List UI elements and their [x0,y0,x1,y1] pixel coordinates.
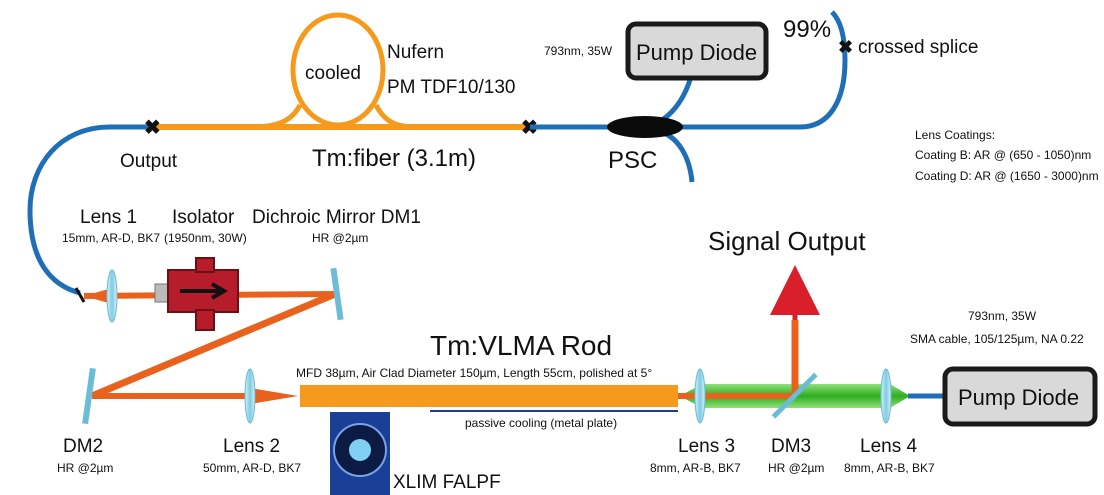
crossed-splice-label: crossed splice [858,37,978,58]
lens-3-spec: 8mm, AR-B, BK7 [650,461,741,475]
fiber-endcap [76,288,84,302]
pump-diode-top-spec: 793nm, 35W [544,44,613,58]
output-label: Output [120,151,178,172]
tm-vlma-rod [300,385,678,407]
lens-2-label: Lens 2 [223,436,280,457]
isolator-top-knob [196,258,214,272]
lens-1 [107,270,117,322]
psc-label: PSC [608,147,657,174]
lens-3 [695,369,705,423]
dm1-spec: HR @2µm [312,231,368,245]
coating-d: Coating D: AR @ (1650 - 3000)nm [915,169,1099,183]
gain-fiber-label: Tm:fiber (3.1m) [312,145,476,172]
fiber-name-line2: PM TDF10/130 [387,77,515,98]
isolator-bottom-knob [196,310,214,330]
dm2-label: DM2 [63,436,103,457]
psc-out-branch [655,130,692,182]
coil-label: cooled [305,63,361,84]
lens-4 [881,369,891,423]
coating-b: Coating B: AR @ (650 - 1050)nm [915,148,1091,162]
pump-diode-bottom-spec1: 793nm, 35W [968,309,1037,323]
splice-percent: 99% [783,16,831,43]
rod-spec: MFD 38µm, Air Clad Diameter 150µm, Lengt… [296,366,652,380]
dm3-label: DM3 [771,436,811,457]
fiber-name-line1: Nufern [387,42,444,63]
pump-diode-bottom-spec2: SMA cable, 105/125µm, NA 0.22 [910,332,1084,346]
lens-2-spec: 50mm, AR-D, BK7 [203,461,301,475]
image-label: XLIM FALPF [393,472,501,493]
fiber-cross-section-core [349,439,371,461]
psc-coupler [607,116,683,138]
isolator-clamp [155,284,169,302]
splice-mark-left: ✖ [144,117,161,139]
pump-diode-top-label: Pump Diode [636,40,757,65]
isolator-spec: (1950nm, 30W) [164,231,247,245]
dm1-label: Dichroic Mirror DM1 [252,207,421,228]
cooling-label: passive cooling (metal plate) [465,416,617,430]
dm3-spec: HR @2µm [768,461,824,475]
rod-label: Tm:VLMA Rod [430,330,612,361]
pump-diode-bottom-label: Pump Diode [958,385,1079,410]
crossed-splice-mark: ✖ [838,37,853,57]
lens-3-label: Lens 3 [678,436,735,457]
lens-1-spec: 15mm, AR-D, BK7 [62,231,160,245]
beam-lower-cone [250,388,298,404]
isolator-label: Isolator [172,207,235,228]
lens-4-spec: 8mm, AR-B, BK7 [844,461,935,475]
signal-output-label: Signal Output [708,226,866,256]
dm2-spec: HR @2µm [57,461,113,475]
lens-2 [245,369,255,423]
lens-4-label: Lens 4 [860,436,917,457]
coatings-title: Lens Coatings: [915,128,995,142]
lens-1-label: Lens 1 [80,207,137,228]
